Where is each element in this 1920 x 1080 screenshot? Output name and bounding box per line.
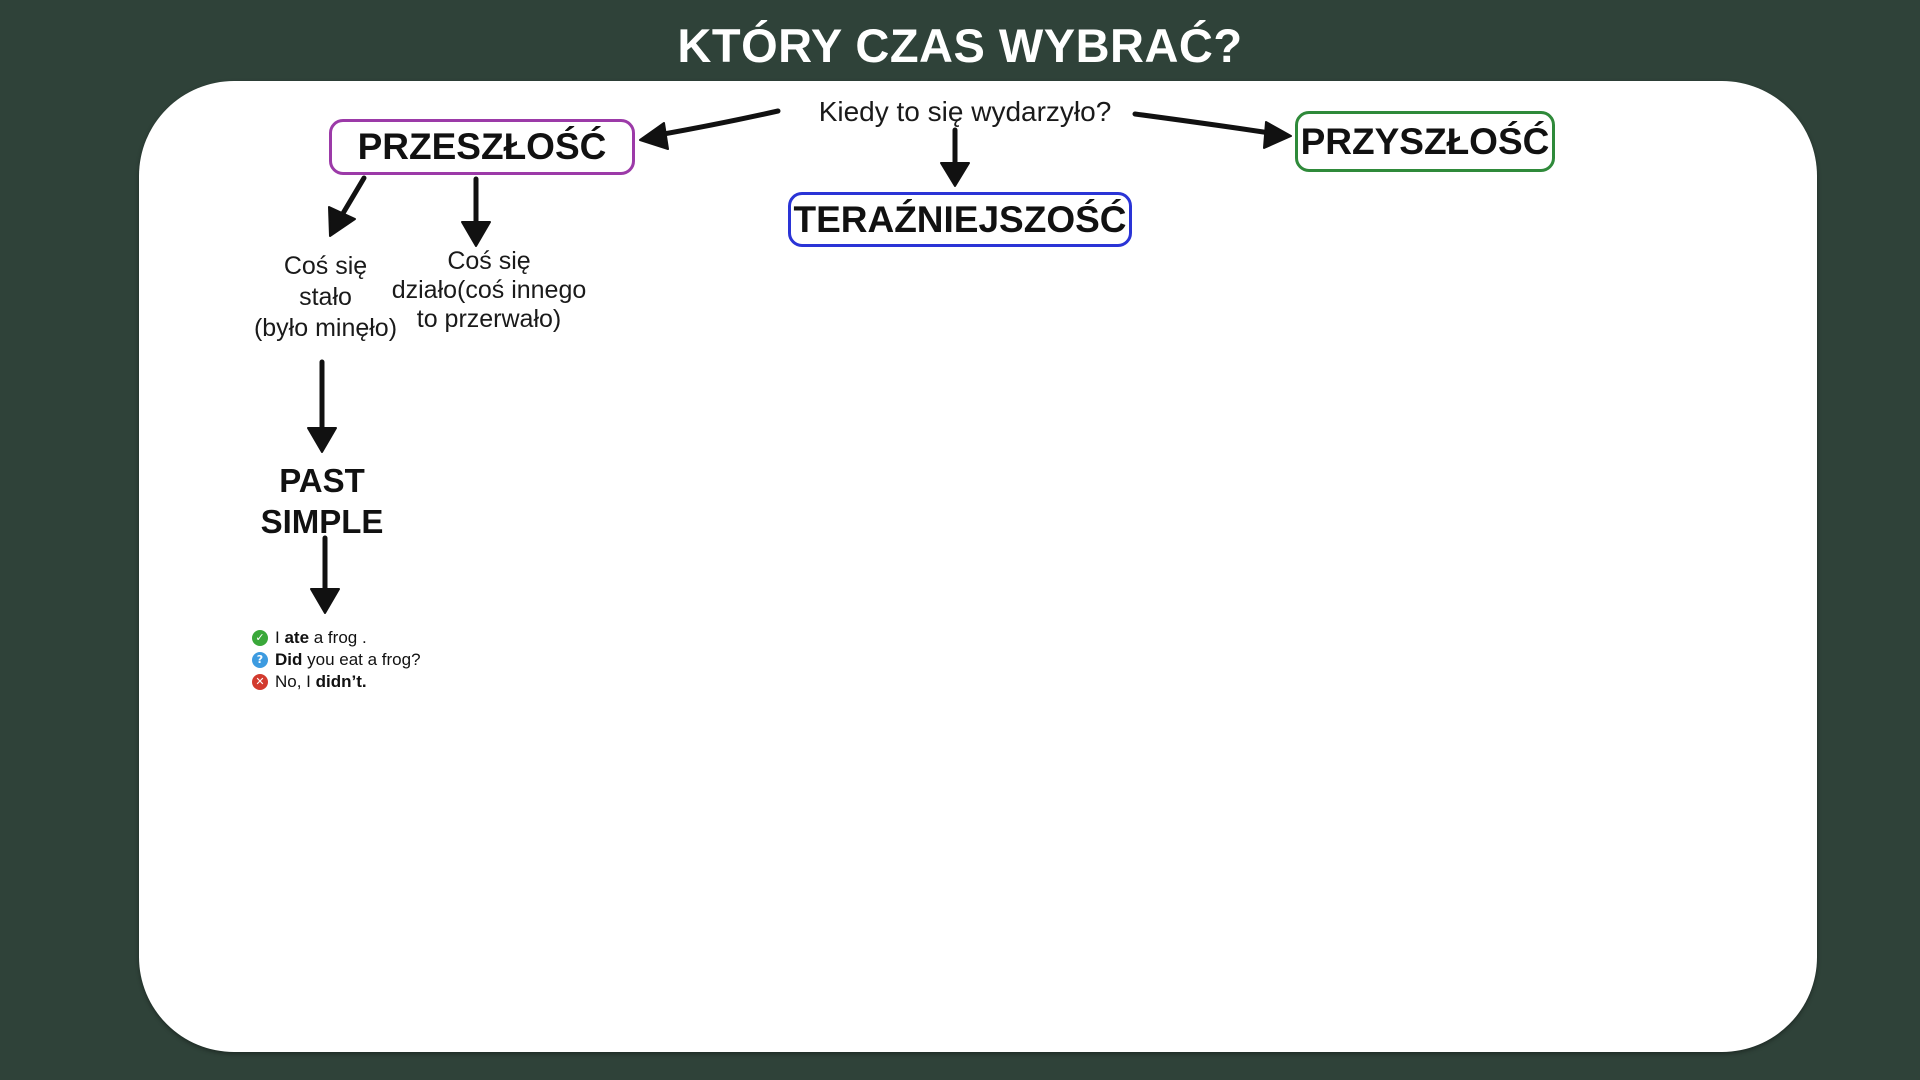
example-text-bold: didn’t. <box>315 672 367 691</box>
example-text-bold: Did <box>275 650 303 669</box>
past-branch-2-line: Coś się <box>447 247 531 275</box>
cross-circle-icon: ✕ <box>252 674 268 690</box>
past-branch-1-description: Coś się stało (było minęło) <box>238 251 413 344</box>
past-simple-line-2: SIMPLE <box>260 503 384 540</box>
example-text-pre: I <box>275 628 285 647</box>
example-text-post: a frog . <box>309 628 367 647</box>
past-branch-1-line: stało <box>299 283 352 311</box>
example-affirmative: ✓ I ate a frog . <box>252 627 421 649</box>
past-branch-1-line: (było minęło) <box>253 314 398 342</box>
page-title: KTÓRY CZAS WYBRAĆ? <box>677 19 1243 72</box>
question-circle-icon: ? <box>252 652 268 668</box>
past-branch-2-line: to przerwało) <box>416 305 562 333</box>
check-circle-icon: ✓ <box>252 630 268 646</box>
past-simple-line-1: PAST <box>279 462 365 499</box>
past-simple-heading: PAST SIMPLE <box>232 460 412 542</box>
past-branch-1-line: Coś się <box>283 252 368 280</box>
examples-list: ✓ I ate a frog . ? Did you eat a frog? ✕… <box>252 627 421 693</box>
example-negative: ✕ No, I didn’t. <box>252 671 421 693</box>
example-question: ? Did you eat a frog? <box>252 649 421 671</box>
tense-box-past: PRZESZŁOŚĆ <box>329 119 635 175</box>
past-branch-2-line: działo(coś innego <box>391 276 587 304</box>
question-text: Kiedy to się wydarzyło? <box>818 96 1112 127</box>
example-text-post: you eat a frog? <box>302 650 421 669</box>
example-text-bold: ate <box>284 628 310 647</box>
tense-box-present: TERAŹNIEJSZOŚĆ <box>788 192 1132 247</box>
past-branch-2-description: Coś się działo(coś innego to przerwało) <box>388 247 590 334</box>
tense-box-future: PRZYSZŁOŚĆ <box>1295 111 1555 172</box>
example-text-pre: No, I <box>275 672 316 691</box>
